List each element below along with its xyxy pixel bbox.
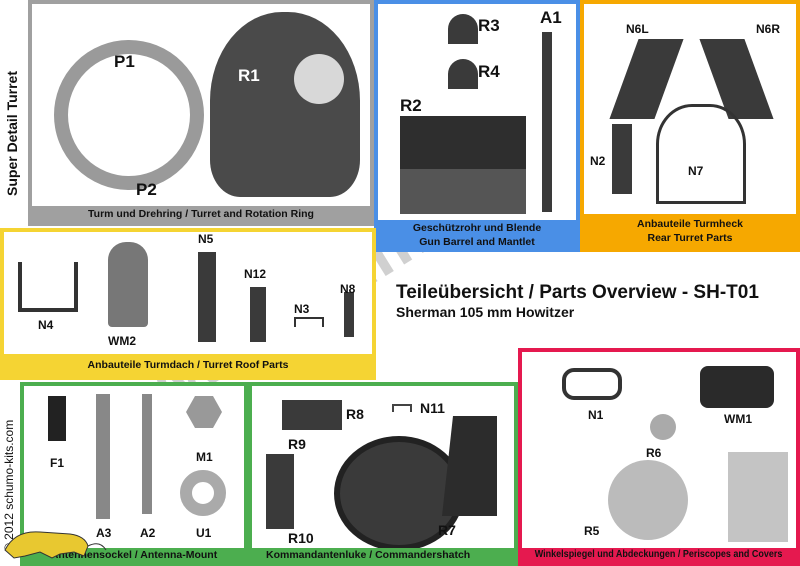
part-wm1-image — [700, 366, 774, 408]
part-label: N12 — [244, 267, 267, 281]
part-label: N7 — [688, 164, 704, 178]
mantlet-base-image — [400, 169, 526, 214]
side-title: Super Detail Turret — [4, 71, 20, 196]
part-r7-bracket — [442, 416, 497, 516]
part-wm2-image — [108, 242, 148, 327]
part-a3-image — [96, 394, 110, 519]
part-n11-image — [392, 404, 412, 412]
panel-caption: Kommandantenluke / Commandershatch — [252, 548, 514, 562]
part-n8-image — [344, 292, 354, 337]
part-label: R6 — [646, 446, 662, 460]
part-label: N5 — [198, 232, 214, 246]
part-label: M1 — [196, 450, 213, 464]
panel-caption: Rear Turret Parts — [647, 232, 733, 244]
panel-turret: P1 R1 P2 Turm und Drehring / Turret and … — [28, 0, 374, 226]
part-label: P1 — [114, 52, 135, 71]
title-block: Teileübersicht / Parts Overview - SH-T01… — [396, 282, 759, 320]
part-label: R10 — [288, 530, 314, 546]
part-label: R3 — [478, 16, 500, 35]
part-label: R9 — [288, 436, 306, 452]
part-r4-image — [448, 59, 478, 89]
panel-caption-bar: Winkelspiegel und Abdeckungen / Periscop… — [518, 548, 800, 562]
part-m1-image — [186, 396, 222, 428]
part-label: N2 — [590, 154, 606, 168]
part-label: N11 — [420, 400, 445, 416]
part-label: R7 — [438, 522, 456, 538]
part-label: R5 — [584, 524, 600, 538]
part-label: A3 — [96, 526, 112, 540]
page-title: Teileübersicht / Parts Overview - SH-T01 — [396, 282, 759, 303]
part-label: P2 — [136, 180, 157, 199]
panel-caption: Turm und Drehring / Turret and Rotation … — [32, 206, 370, 222]
part-n4-image — [18, 262, 78, 312]
gun-barrel-image — [542, 32, 552, 212]
part-label: N6R — [756, 22, 781, 36]
part-label: R8 — [346, 406, 364, 422]
part-r8-image — [282, 400, 342, 430]
part-r3-image — [448, 14, 478, 44]
part-label: N4 — [38, 318, 54, 332]
part-label: F1 — [50, 456, 65, 470]
tiger-logo — [4, 531, 107, 559]
page-subtitle: Sherman 105 mm Howitzer — [396, 304, 575, 320]
panel-caption: Anbauteile Turmdach / Turret Roof Parts — [4, 354, 372, 376]
panel-caption: Geschützrohr und Blende — [412, 222, 542, 234]
part-label: N1 — [588, 408, 604, 422]
part-r5-image — [608, 460, 688, 540]
part-n7-image — [656, 104, 746, 204]
panel-caption: Winkelspiegel und Abdeckungen / Periscop… — [535, 549, 783, 560]
part-label: R2 — [400, 96, 422, 115]
panel-periscope: N1 WM1 R6 R5 Winkelspiegel und Abdeckung… — [518, 348, 800, 566]
mantlet-image — [400, 116, 526, 171]
part-label: N6L — [626, 22, 649, 36]
part-r6-image — [650, 414, 676, 440]
part-label: R4 — [478, 62, 500, 81]
part-r5-plate — [728, 452, 788, 542]
part-label: A1 — [540, 8, 562, 27]
part-label: WM2 — [108, 334, 136, 348]
part-a2-image — [142, 394, 152, 514]
part-f1-image — [48, 396, 66, 441]
panel-hatch: R8 N11 R9 R10 R7 Kommandantenluke / Comm… — [248, 382, 518, 566]
part-n12-image — [250, 287, 266, 342]
turret-image — [210, 12, 360, 197]
part-r9-image — [266, 454, 294, 529]
part-label: N8 — [340, 282, 356, 296]
part-n5-image — [198, 252, 216, 342]
part-n3-image — [294, 317, 324, 327]
panel-caption: Gun Barrel and Mantlet — [419, 236, 535, 248]
part-label: R1 — [238, 66, 260, 85]
turret-hatch-opening — [294, 54, 344, 104]
panel-roof: N4 WM2 N5 N12 N8 N3 Anbauteile Turmdach … — [0, 228, 376, 380]
part-label: A2 — [140, 526, 156, 540]
part-label: U1 — [196, 526, 212, 540]
part-n6l-image — [609, 39, 684, 119]
part-label: N3 — [294, 302, 310, 316]
panel-caption: Anbauteile Turmheck — [637, 218, 743, 230]
part-n1-image — [562, 368, 622, 400]
panel-antenna: F1 A3 A2 M1 U1 Antennensockel / Antenna-… — [20, 382, 248, 566]
part-label: WM1 — [724, 412, 752, 426]
part-n2-image — [612, 124, 632, 194]
part-u1-image — [180, 470, 226, 516]
